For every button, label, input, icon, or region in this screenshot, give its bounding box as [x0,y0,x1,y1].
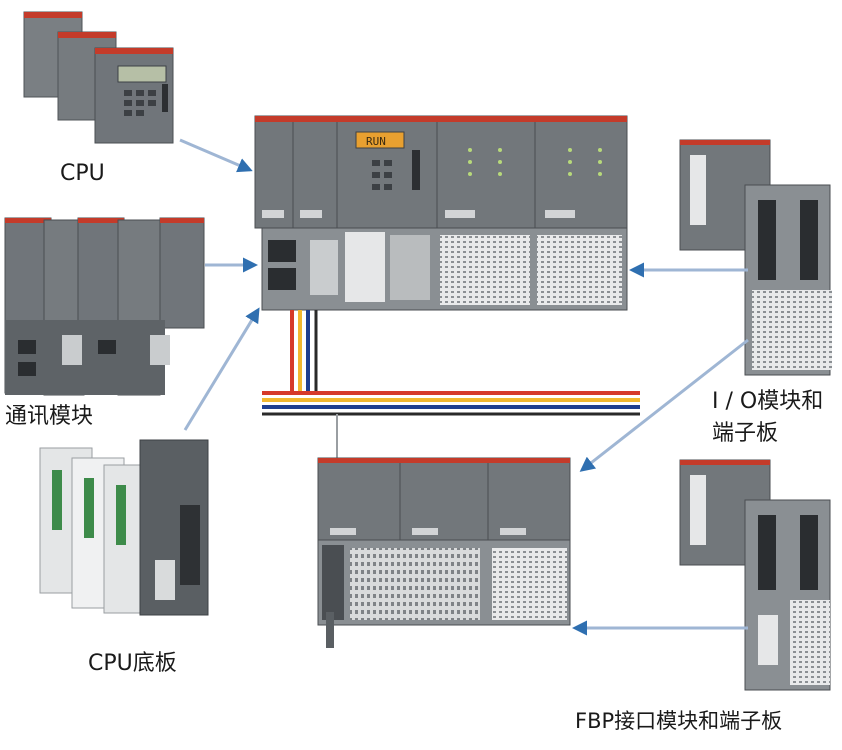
cpu-baseplate-label: CPU底板 [88,651,177,676]
io-module-label-line2: 端子板 [712,421,778,446]
fbp-module-image [679,459,831,691]
lcd-display-text: RUN [366,135,386,148]
cpu-modules-image [23,11,174,144]
comm-modules-image [4,217,205,396]
fbp-label: FBP接口模块和端子板 [575,709,782,733]
bus-cables [262,310,640,460]
plc-rack-top: RUN [254,115,628,311]
cpu-label: CPU [60,161,105,186]
remote-io-station [317,457,571,648]
arrow-baseplate-to-rack [183,307,260,431]
connection-arrows [179,138,749,636]
arrow-io-to-remote [579,338,749,472]
comm-module-label: 通讯模块 [5,404,93,429]
io-module-label-line1: I / O模块和 [712,389,823,414]
io-module-image [679,139,832,376]
cpu-baseplate-image [39,439,209,616]
arrow-cpu-to-rack [179,138,253,173]
